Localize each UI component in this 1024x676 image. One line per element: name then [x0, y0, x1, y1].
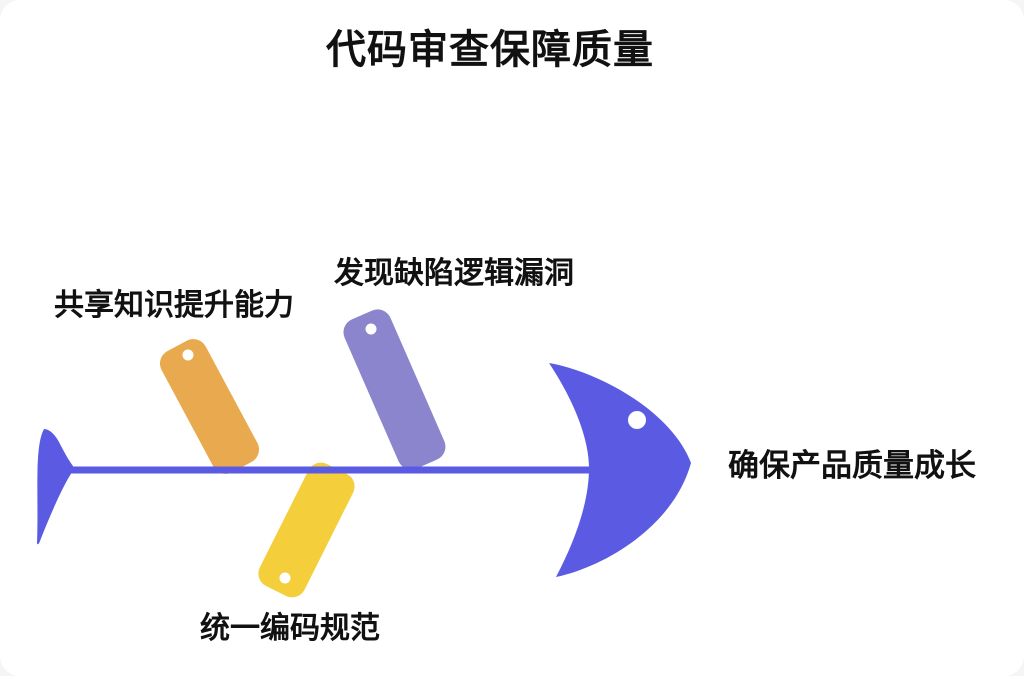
- effect-label: 确保产品质量成长: [728, 448, 976, 483]
- cause-label-top-left: 共享知识提升能力: [54, 289, 294, 322]
- fish-eye: [628, 411, 646, 429]
- bone-top-center: [343, 309, 446, 470]
- bone-top-left: [159, 339, 260, 474]
- fish-tail: [37, 429, 73, 545]
- cause-label-bottom: 统一编码规范: [200, 612, 380, 645]
- bone-dot-top-center: [365, 323, 377, 335]
- bone-dot-top-left: [182, 349, 194, 361]
- bone-dot-bottom: [279, 572, 291, 584]
- fish-head: [549, 363, 691, 577]
- bone-bottom: [258, 462, 355, 598]
- cause-label-top-center: 发现缺陷逻辑漏洞: [334, 257, 574, 290]
- diagram-title: 代码审查保障质量: [326, 28, 654, 72]
